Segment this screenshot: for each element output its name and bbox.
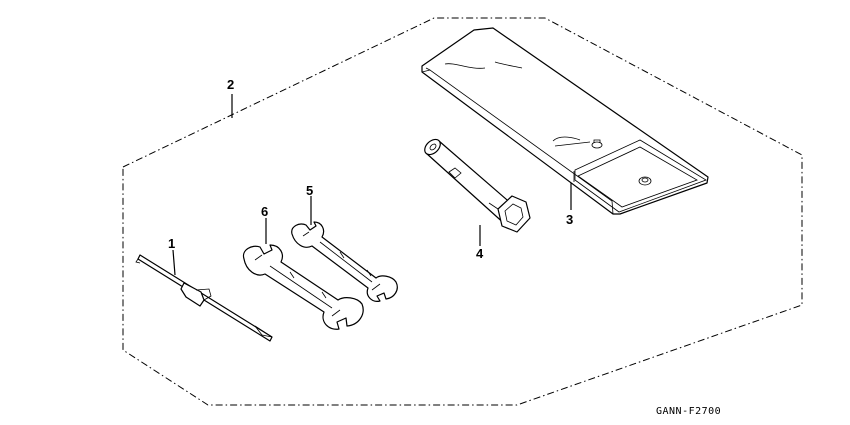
open-end-wrench-large [242,244,364,330]
callout-3: 3 [566,212,573,227]
drawing-code: GANN-F2700 [656,406,721,417]
open-end-wrench-small [291,221,398,302]
leader-lines [172,94,572,276]
callout-5: 5 [306,183,313,198]
screwdriver [135,254,273,342]
kit-boundary [122,17,803,406]
callout-1: 1 [168,236,175,251]
plug-wrench [424,138,531,233]
tool-bag [421,27,709,215]
callout-2: 2 [227,77,234,92]
callout-4: 4 [476,246,484,261]
callout-6: 6 [261,204,268,219]
